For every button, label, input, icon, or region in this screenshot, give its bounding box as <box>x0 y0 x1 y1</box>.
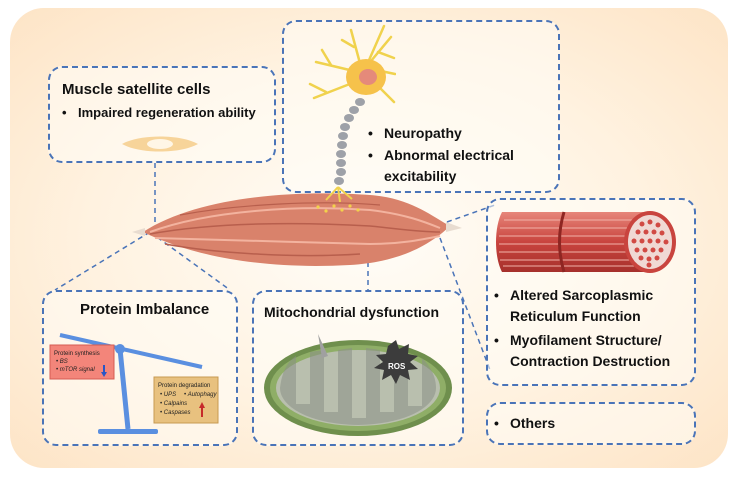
degradation-item-autophagy: • Autophagy <box>184 392 217 398</box>
bullet: • <box>62 105 67 120</box>
degradation-item-ups-text: UPS <box>163 392 177 398</box>
neuron-item-1: • Neuropathy <box>368 123 462 144</box>
ros-label: ROS <box>388 362 406 371</box>
degradation-item-calpains: • Calpains <box>160 401 188 407</box>
satellite-cells-item: • Impaired regeneration ability <box>62 102 256 123</box>
muscle-icon <box>132 193 462 266</box>
bullet: • <box>494 415 499 431</box>
satellite-cells-item-text: Impaired regeneration ability <box>78 105 256 120</box>
neuron-item-2-cont-text: excitability <box>384 168 457 184</box>
protein-synthesis-label: Protein synthesis <box>54 351 100 357</box>
synthesis-item-mtor: • mTOR signal <box>56 367 95 373</box>
synthesis-item-bs-text: BS <box>59 359 68 365</box>
mitochondria-title: Mitochondrial dysfunction <box>264 304 439 320</box>
degradation-item-caspases-text: Caspases <box>163 410 191 416</box>
connector-protein <box>54 231 151 291</box>
neuron-icon <box>308 24 396 202</box>
sr-item-1: • Altered Sarcoplasmic <box>494 285 653 306</box>
neuron-item-2: • Abnormal electrical <box>368 145 514 166</box>
degradation-item-ups: • UPS <box>160 392 177 398</box>
protein-degradation-label: Protein degradation <box>158 383 211 389</box>
neuron-item-1-text: Neuropathy <box>384 125 462 141</box>
bullet: • <box>494 332 499 348</box>
mitochondrion-icon <box>264 334 452 436</box>
others-box <box>486 402 696 445</box>
others-item-text: Others <box>510 415 556 431</box>
sr-item-2-text: Myofilament Structure/ <box>510 332 662 348</box>
sr-item-1-cont-text: Reticulum Function <box>510 308 641 324</box>
synthesis-item-mtor-text: mTOR signal <box>59 367 95 373</box>
connector-sr-2 <box>439 237 491 371</box>
sr-item-2-cont: Contraction Destruction <box>510 351 670 372</box>
myofibril-icon <box>496 211 676 273</box>
bullet: • <box>368 125 373 141</box>
neuron-item-2-text: Abnormal electrical <box>384 147 514 163</box>
others-item: • Others <box>494 413 555 434</box>
degradation-item-calpains-text: Calpains <box>163 401 188 407</box>
connector-protein-2 <box>149 231 231 291</box>
sr-item-1-cont: Reticulum Function <box>510 306 641 327</box>
satellite-cells-box <box>48 66 276 163</box>
bullet: • <box>494 287 499 303</box>
satellite-cell-icon <box>122 136 198 152</box>
neuron-item-2-cont: excitability <box>384 166 456 187</box>
sr-item-2-cont-text: Contraction Destruction <box>510 353 671 369</box>
bullet: • <box>368 147 373 163</box>
synthesis-item-bs: • BS <box>56 359 68 365</box>
sr-item-2: • Myofilament Structure/ <box>494 330 662 351</box>
balance-scale-icon <box>49 333 219 434</box>
sr-item-1-text: Altered Sarcoplasmic <box>510 287 654 303</box>
protein-imbalance-title: Protein Imbalance <box>80 301 210 318</box>
neuron-box <box>282 20 560 193</box>
degradation-item-autophagy-text: Autophagy <box>187 392 217 398</box>
degradation-item-caspases: • Caspases <box>160 410 191 416</box>
satellite-cells-title: Muscle satellite cells <box>62 81 211 98</box>
